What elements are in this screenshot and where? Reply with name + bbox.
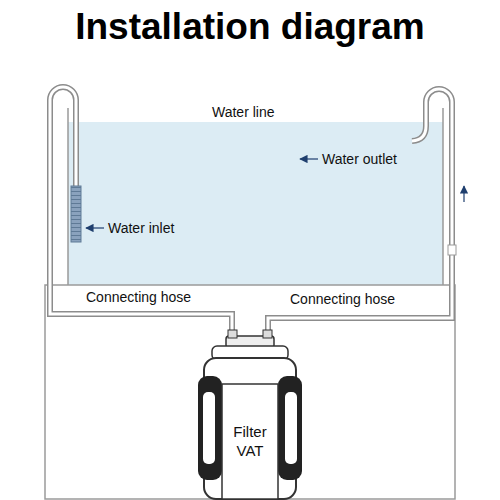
inlet-arrow	[86, 227, 104, 228]
flow-arrow	[463, 186, 464, 202]
hose-clip	[448, 245, 456, 255]
outlet-label: Water outlet	[322, 151, 397, 167]
hose-label: Connecting hose	[290, 291, 395, 307]
node-text: Filter VAT	[222, 423, 278, 461]
tank-wall	[442, 108, 444, 285]
tank-wall	[67, 108, 69, 285]
inlet-hose-core	[50, 87, 232, 342]
water	[68, 122, 443, 285]
hose-label: Connecting hose	[86, 289, 191, 305]
filter-canister-body: Filter VAT	[222, 386, 278, 498]
inlet-label: Water inlet	[108, 220, 174, 236]
outlet-hose-core	[268, 89, 452, 342]
diagram-title: Installation diagram	[0, 6, 500, 48]
water-line-label: Water line	[212, 104, 275, 120]
outlet-hose	[268, 89, 452, 342]
outlet-arrow	[300, 158, 318, 159]
intake-strainer	[71, 186, 81, 242]
canister-filter	[198, 330, 302, 499]
inlet-hose	[50, 87, 232, 342]
